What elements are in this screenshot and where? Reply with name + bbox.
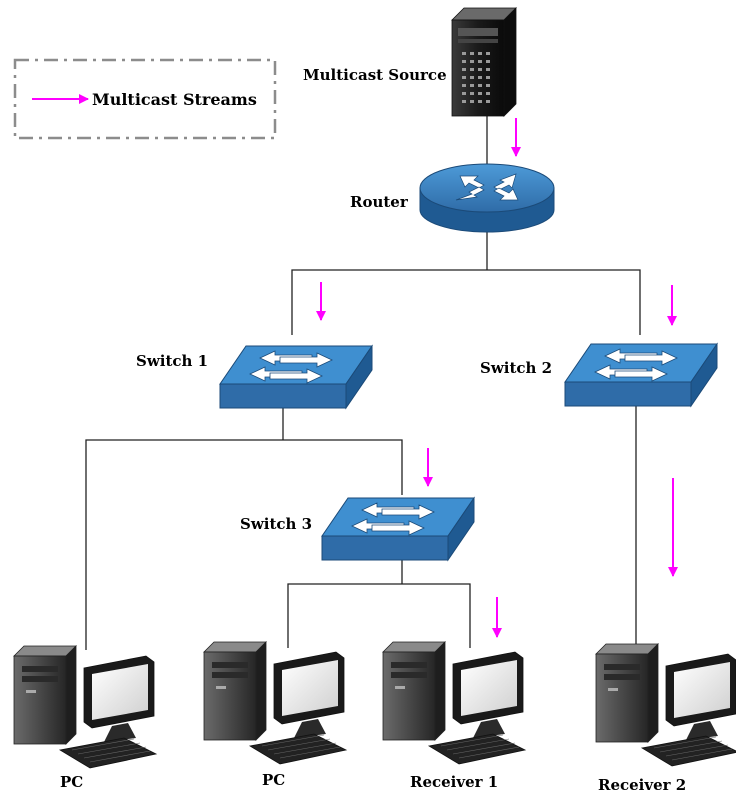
legend-border [13,58,277,140]
switch1-icon [219,345,373,409]
pc1-icon [13,645,157,769]
router-icon [419,163,555,233]
receiver2-icon [595,643,736,767]
label-switch2: Switch 2 [480,359,552,377]
label-switch1: Switch 1 [136,352,208,370]
pc2-icon [203,641,347,765]
switch2-icon [564,343,718,407]
multicast-stream-arrows [316,118,678,638]
receiver1-icon [382,641,526,765]
legend: Multicast Streams [13,58,277,140]
legend-label: Multicast Streams [92,90,257,109]
label-switch3: Switch 3 [240,515,312,533]
server-tower-icon [451,7,517,117]
link-switch1-branches [85,439,403,650]
link-router-branches [291,269,641,335]
label-receiver2: Receiver 2 [598,776,686,794]
switch3-icon [321,497,475,561]
label-receiver1: Receiver 1 [410,773,498,791]
label-router: Router [350,193,409,211]
network-links [85,115,641,650]
label-pc1: PC [60,773,83,791]
link-switch3-branches [287,583,471,648]
label-pc2: PC [262,771,285,789]
label-multicast-source: Multicast Source [303,66,447,84]
